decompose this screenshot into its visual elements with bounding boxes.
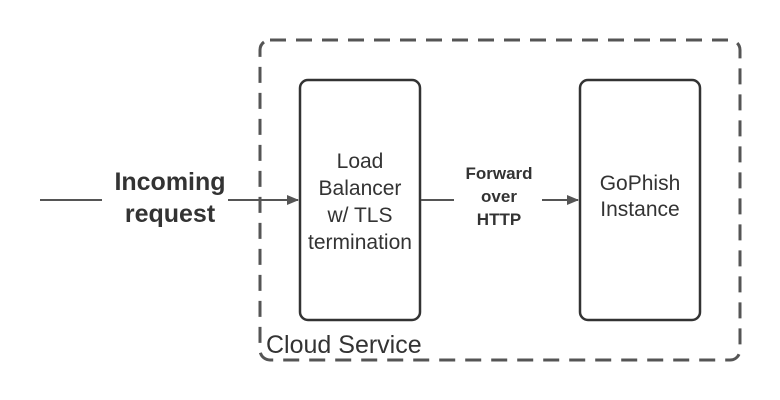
forward-over-http-label: Forward over HTTP: [446, 162, 552, 231]
load-balancer-label-line1: Load: [336, 150, 384, 173]
load-balancer-label-line2: Balancer: [318, 177, 402, 200]
gophish-label-line2: Instance: [600, 198, 680, 221]
forward-label-line1: Forward: [465, 164, 533, 183]
load-balancer-box: [298, 78, 422, 322]
incoming-label-line2: request: [124, 200, 216, 228]
forward-label-line3: HTTP: [476, 210, 522, 229]
incoming-label-line1: Incoming: [114, 168, 226, 196]
gophish-label-line1: GoPhish: [599, 172, 681, 195]
gophish-instance-label: GoPhish Instance: [582, 171, 698, 223]
forward-label-line2: over: [481, 187, 517, 206]
gophish-instance-box: [578, 78, 702, 322]
incoming-request-label: Incoming request: [96, 166, 244, 230]
cloud-service-label: Cloud Service: [266, 331, 422, 359]
load-balancer-label-line4: termination: [308, 231, 412, 254]
load-balancer-label-line3: w/ TLS: [327, 204, 393, 227]
load-balancer-label: Load Balancer w/ TLS termination: [302, 148, 418, 256]
